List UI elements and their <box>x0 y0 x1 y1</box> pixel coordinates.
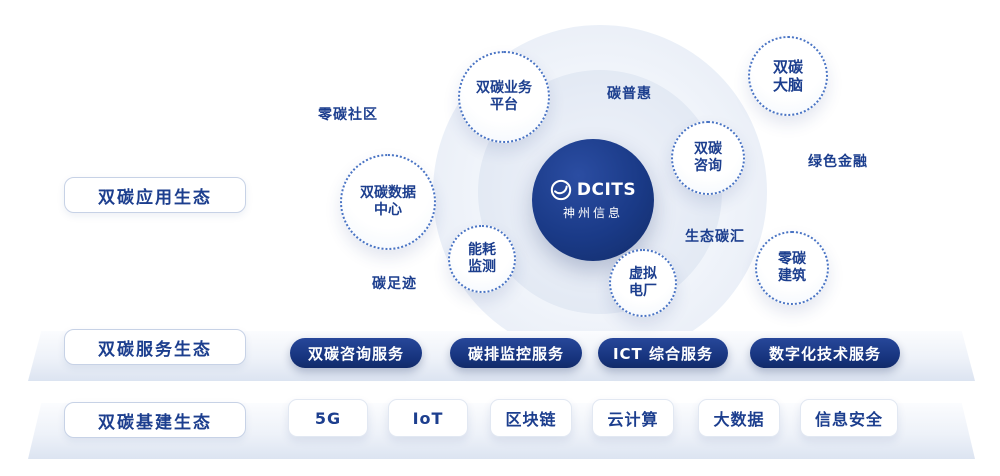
label-zero-carbon-community: 零碳社区 <box>318 107 378 123</box>
bubble-business-platform-line1: 双碳业务 <box>476 80 532 97</box>
bubble-virtual-power-plant-line1: 虚拟 <box>629 266 657 283</box>
bubble-carbon-brain-line2: 大脑 <box>772 76 803 94</box>
label-carbon-inclusive: 碳普惠 <box>607 86 652 102</box>
bubble-energy-monitoring: 能耗 监测 <box>448 225 516 293</box>
bubble-data-center: 双碳数据 中心 <box>340 154 436 250</box>
label-eco-carbon-sink: 生态碳汇 <box>685 229 745 245</box>
section-label-application-ecosystem: 双碳应用生态 <box>64 177 246 213</box>
bubble-zero-carbon-building: 零碳 建筑 <box>755 231 829 305</box>
infra-box-cloud-computing: 云计算 <box>592 399 674 437</box>
infra-box-5g: 5G <box>288 399 368 437</box>
bubble-virtual-power-plant-line2: 电厂 <box>629 283 657 299</box>
infra-box-iot: IoT <box>388 399 468 437</box>
bubble-carbon-consulting-line1: 双碳 <box>694 141 722 158</box>
label-green-finance: 绿色金融 <box>808 154 868 170</box>
section-label-service-ecosystem: 双碳服务生态 <box>64 329 246 365</box>
service-pill-digital-technology: 数字化技术服务 <box>750 338 900 368</box>
service-pill-emission-monitoring: 碳排监控服务 <box>450 338 582 368</box>
bubble-business-platform: 双碳业务 平台 <box>458 51 550 143</box>
bubble-zero-carbon-building-line1: 零碳 <box>778 251 806 268</box>
bubble-virtual-power-plant: 虚拟 电厂 <box>609 249 677 317</box>
section-label-infrastructure-ecosystem: 双碳基建生态 <box>64 402 246 438</box>
bubble-data-center-line2: 中心 <box>374 202 402 218</box>
bubble-energy-monitoring-line1: 能耗 <box>468 242 496 259</box>
bubble-carbon-consulting: 双碳 咨询 <box>671 121 745 195</box>
bubble-carbon-consulting-line2: 咨询 <box>694 158 722 174</box>
label-carbon-footprint: 碳足迹 <box>372 276 417 292</box>
center-brand-circle: DCITS 神州信息 <box>532 139 654 261</box>
service-pill-carbon-consulting: 双碳咨询服务 <box>290 338 422 368</box>
bubble-carbon-brain-line1: 双碳 <box>772 58 803 76</box>
infra-box-information-security: 信息安全 <box>800 399 898 437</box>
service-pill-ict-integrated: ICT 综合服务 <box>598 338 728 368</box>
infra-box-blockchain: 区块链 <box>490 399 572 437</box>
bubble-zero-carbon-building-line2: 建筑 <box>778 268 806 284</box>
brand-name: DCITS <box>576 180 637 200</box>
bubble-data-center-line1: 双碳数据 <box>360 185 416 202</box>
bubble-business-platform-line2: 平台 <box>490 97 518 113</box>
infra-box-big-data: 大数据 <box>698 399 780 437</box>
bubble-carbon-brain: 双碳 大脑 <box>748 36 828 116</box>
dcits-logo-icon <box>550 179 572 201</box>
brand-subname: 神州信息 <box>562 206 623 220</box>
bubble-energy-monitoring-line2: 监测 <box>468 259 496 275</box>
